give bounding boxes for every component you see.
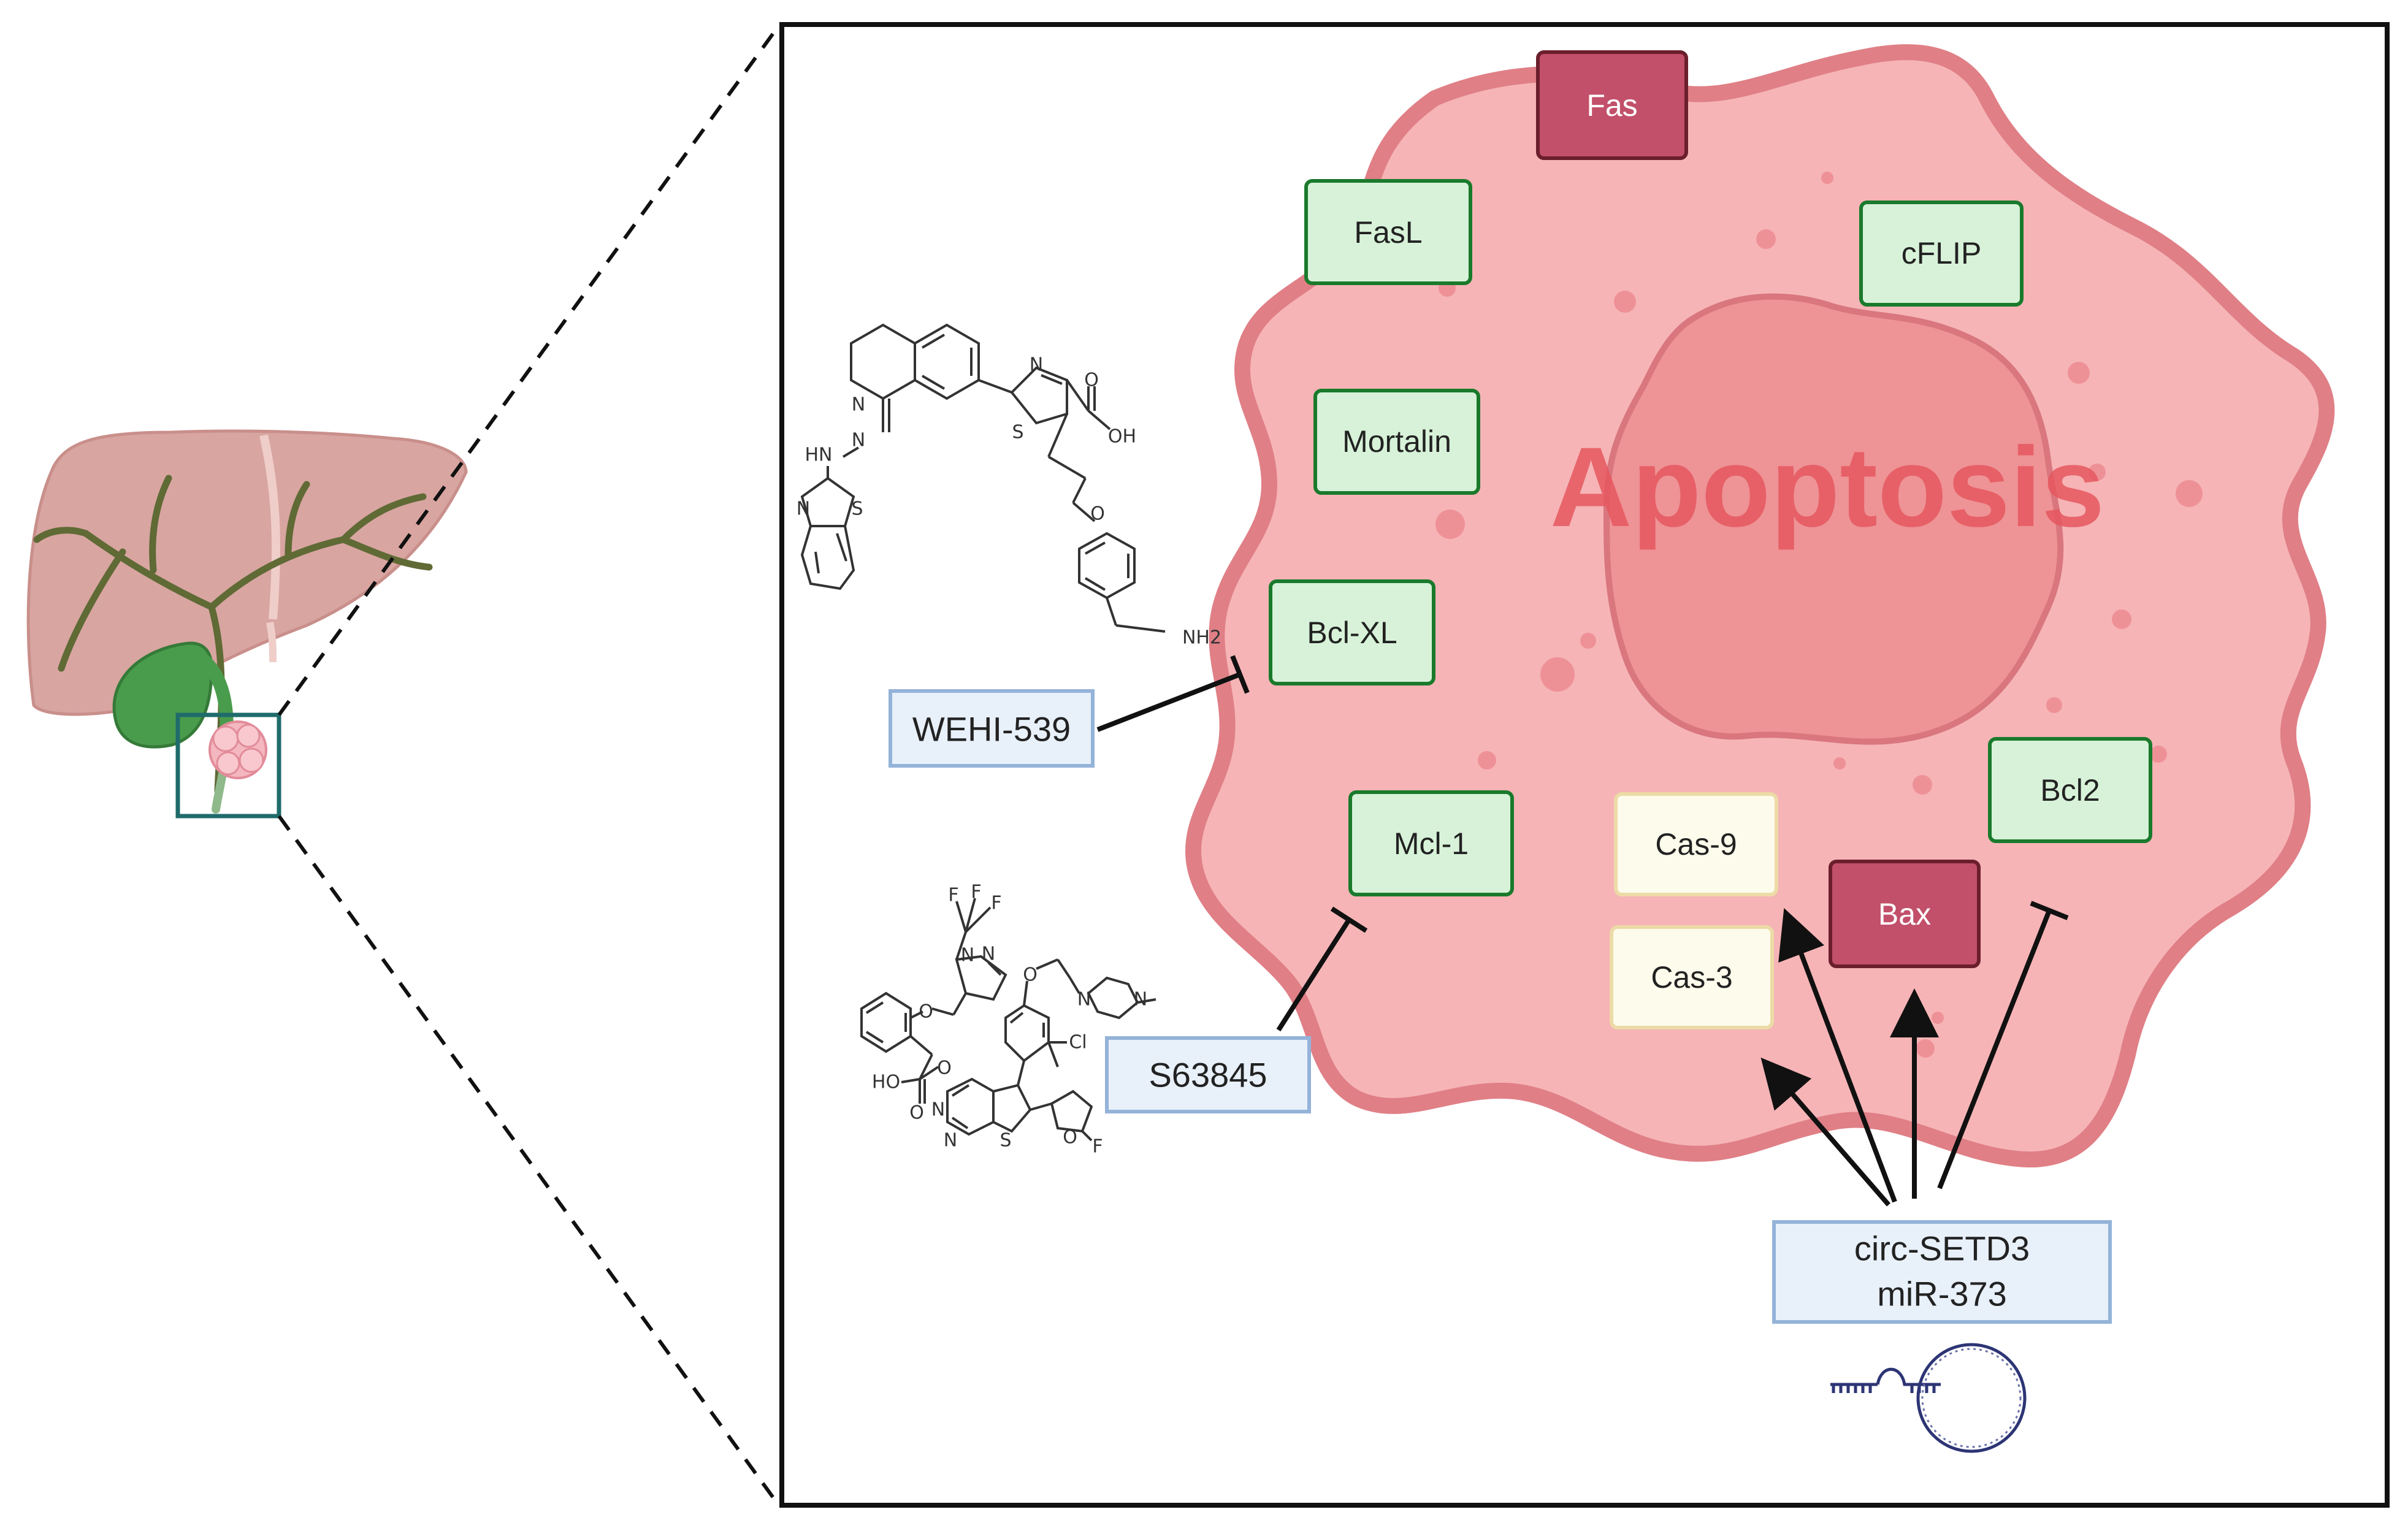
bax-box: Bax [1829,860,1981,968]
circ-setd3-mir-373-box: circ-SETD3 miR-373 [1772,1220,2112,1324]
cflip-box: cFLIP [1859,200,2024,307]
atom-label: O [909,1102,924,1124]
cas9-box: Cas-9 [1614,792,1778,896]
atom-label: HO [872,1072,900,1093]
mcl1-box: Mcl-1 [1348,790,1514,896]
atom-label: Cl [1069,1032,1087,1053]
wehi-inhibits-bclxl [1096,655,1250,732]
bcl2-label: Bcl2 [2040,773,2100,807]
atom-label: N [1030,354,1043,376]
s63845-structure [860,898,1156,1142]
atom-label: N [1077,989,1091,1010]
atom-label: O [1090,503,1105,525]
atom-label: NH2 [1182,627,1221,649]
cas3-label: Cas-3 [1651,960,1732,995]
atom-label: S [1012,422,1023,443]
regulator-inhibits-bcl2 [1937,901,2069,1189]
cas3-box: Cas-3 [1610,925,1774,1029]
bax-label: Bax [1878,897,1931,931]
mortalin-label: Mortalin [1342,424,1451,459]
cflip-label: cFLIP [1902,236,1982,270]
atom-label: N [961,945,974,966]
atom-label: F [948,885,958,906]
atom-label: O [1084,370,1099,391]
atom-label: F [971,882,981,903]
atom-label: S [851,498,863,520]
atom-label: O [937,1058,952,1079]
atom-label: N [931,1099,945,1121]
atom-label: N [944,1130,957,1151]
circular-rna-icon [1916,1343,2027,1453]
wehi-539-atom-labels: N N HN N S N S O OH O NH2 [797,354,1221,649]
wehi-539-box: WEHI-539 [889,689,1095,768]
rna-hairpin-icon [1830,1367,1941,1393]
wehi-539-label: WEHI-539 [912,710,1071,749]
s63845-atom-labels: F F F N N O O N N Cl HO O O N N S O F [872,882,1147,1158]
zoom-box [175,712,281,819]
atom-label: O [1063,1127,1077,1148]
regulator-activation-arrows [1760,908,1939,1207]
mir-373-label: miR-373 [1877,1275,2007,1313]
fasl-label: FasL [1354,215,1422,250]
atom-label: N [852,394,865,416]
s63845-inhibits-mcl1 [1276,906,1368,1032]
atom-label: F [1092,1136,1103,1158]
cytoplasm-granules [1435,172,2203,1058]
atom-label: N [797,498,810,520]
atom-label: N [1134,989,1147,1010]
nucleus [1603,293,2064,745]
fas-box: Fas [1536,50,1688,160]
atom-label: N [982,944,995,965]
atom-label: S [1000,1130,1011,1151]
wehi-539-structure [800,323,1166,633]
gallbladder-icon [112,641,234,814]
bclxl-label: Bcl-XL [1307,616,1397,650]
liver-icon [26,429,468,795]
atom-label: HN [805,445,833,466]
atom-label: O [919,1001,933,1023]
s63845-label: S63845 [1149,1056,1267,1094]
zoom-line-bottom [277,815,781,1506]
tumor-icon [208,720,267,779]
circ-setd3-label: circ-SETD3 [1854,1229,2030,1268]
bcl2-box: Bcl2 [1988,737,2152,843]
mortalin-box: Mortalin [1313,389,1480,495]
bclxl-box: Bcl-XL [1269,579,1435,685]
atom-label: N [852,430,865,451]
fas-label: Fas [1586,88,1637,123]
s63845-box: S63845 [1105,1036,1311,1113]
atom-label: OH [1108,426,1136,448]
mcl1-label: Mcl-1 [1394,827,1469,861]
atom-label: F [991,893,1001,914]
cas9-label: Cas-9 [1655,827,1737,861]
fasl-box: FasL [1304,179,1472,285]
atom-label: O [1023,964,1038,986]
apoptosis-label: Apoptosis [1550,424,2104,551]
zoom-line-top [277,25,781,716]
